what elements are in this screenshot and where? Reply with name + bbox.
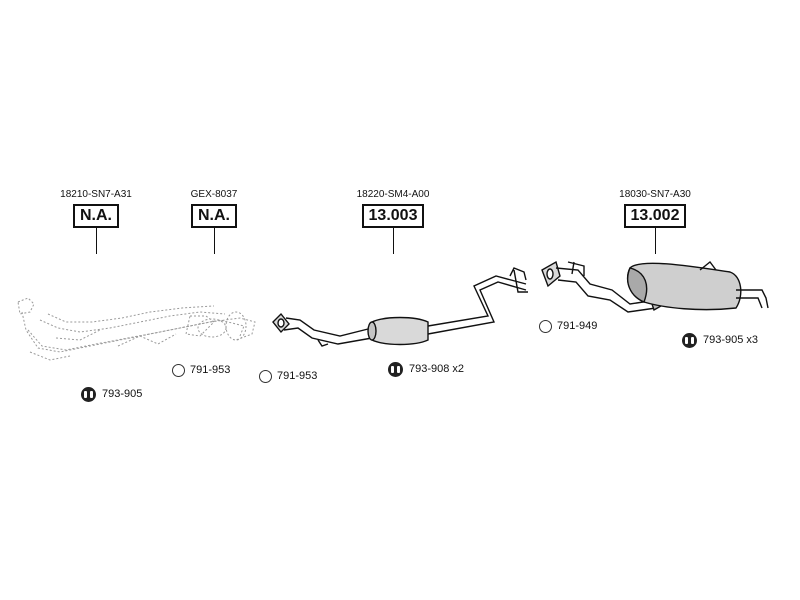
front-pipe-drawing[interactable] <box>272 312 373 347</box>
accessory-label: 791-949 <box>557 320 598 332</box>
gasket-ring-icon <box>259 369 272 383</box>
part-oe-code: 18220-SM4-A00 <box>356 189 430 200</box>
accessory-label: 793-905 x3 <box>703 334 759 346</box>
part-reference-box[interactable]: 13.002 <box>623 204 687 228</box>
part-callout-front-pipe: 18210-SN7-A31 N.A. <box>41 189 151 254</box>
accessory-hanger-793-905-x3[interactable]: 793-905 x3 <box>681 330 758 350</box>
accessory-hanger-793-905[interactable]: 793-905 <box>80 384 142 404</box>
part-oe-code: GEX-8037 <box>190 189 238 200</box>
part-reference-box[interactable]: N.A. <box>191 204 237 228</box>
accessory-hanger-793-908[interactable]: 793-908 x2 <box>387 359 464 379</box>
part-reference-box[interactable]: 13.003 <box>361 204 425 228</box>
part-oe-code: 18030-SN7-A30 <box>619 189 691 200</box>
part-callout-flex-pipe: GEX-8037 N.A. <box>159 189 269 254</box>
accessory-gasket-791-953-a[interactable]: 791-953 <box>172 360 230 380</box>
part-reference-box[interactable]: N.A. <box>73 204 119 228</box>
rubber-hanger-icon <box>81 386 96 402</box>
part-callout-rear-silencer: 18030-SN7-A30 13.002 <box>600 189 710 254</box>
leader-line <box>654 228 656 254</box>
accessory-label: 791-953 <box>190 364 231 376</box>
middle-pipe-resonator-drawing[interactable] <box>367 267 528 346</box>
gasket-ring-icon <box>539 319 552 333</box>
accessory-gasket-791-949[interactable]: 791-949 <box>539 316 597 336</box>
rear-silencer-drawing[interactable] <box>541 260 769 313</box>
part-callout-middle-pipe: 18220-SM4-A00 13.003 <box>338 189 448 254</box>
accessory-label: 791-953 <box>277 370 318 382</box>
accessory-gasket-791-953-b[interactable]: 791-953 <box>259 366 317 386</box>
part-oe-code: 18210-SN7-A31 <box>60 189 132 200</box>
accessory-label: 793-905 <box>102 388 143 400</box>
leader-line <box>213 228 215 254</box>
leader-line <box>392 228 394 254</box>
rubber-hanger-icon <box>388 361 403 377</box>
rubber-hanger-icon <box>682 332 697 348</box>
accessory-label: 793-908 x2 <box>409 363 465 375</box>
gasket-ring-icon <box>172 363 185 377</box>
front-pipe-ghost-drawing <box>17 297 256 361</box>
leader-line <box>95 228 97 254</box>
